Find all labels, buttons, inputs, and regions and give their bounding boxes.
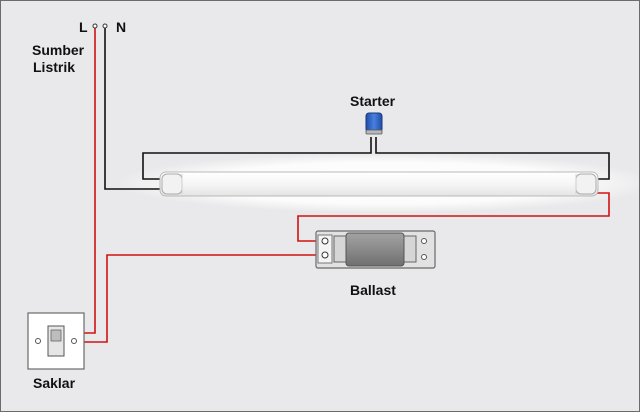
switch-label: Saklar xyxy=(33,375,76,391)
ballast-terminal-block xyxy=(317,234,333,264)
wall-switch xyxy=(27,312,85,370)
power-source-label-line2: Listrik xyxy=(33,59,76,75)
neutral-terminal-label: N xyxy=(116,19,127,35)
ballast-core xyxy=(345,232,405,267)
power-source xyxy=(92,23,108,29)
ballast xyxy=(315,230,436,269)
ballast-label: Ballast xyxy=(350,282,396,298)
tube-left-cap xyxy=(161,173,183,195)
fluorescent-tube xyxy=(159,171,599,197)
tube-right-cap xyxy=(575,173,597,195)
power-source-label-line1: Sumber xyxy=(32,42,85,58)
starter xyxy=(365,112,383,135)
live-terminal-label: L xyxy=(79,19,88,35)
neutral-wires xyxy=(104,27,610,190)
starter-label: Starter xyxy=(350,93,396,109)
